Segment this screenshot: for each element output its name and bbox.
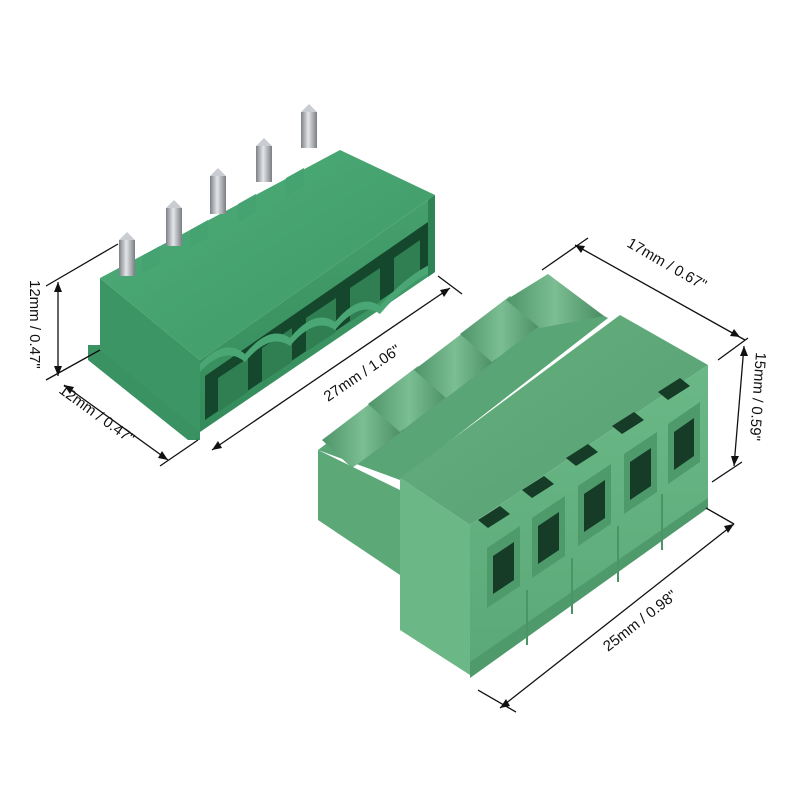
pin-3 bbox=[210, 168, 226, 214]
wire-hole-1 bbox=[487, 526, 520, 608]
pin-2 bbox=[166, 200, 182, 246]
pin-4 bbox=[256, 138, 272, 182]
plug-bottom-rail bbox=[470, 498, 708, 678]
plug-wire-holes bbox=[487, 402, 700, 608]
wire-hole-4 bbox=[624, 432, 657, 514]
plug-rear-ridges bbox=[322, 274, 604, 468]
header-connector bbox=[88, 104, 435, 440]
dim-header-height: 12mm / 0.47" bbox=[26, 243, 119, 381]
dim-header-depth-label: 12mm / 0.47" bbox=[56, 381, 138, 447]
dim-header-height-label: 12mm / 0.47" bbox=[26, 280, 43, 369]
plug-top-face bbox=[400, 315, 708, 525]
plug-side-face bbox=[400, 478, 470, 675]
plug-separators bbox=[526, 494, 663, 645]
header-top-face bbox=[100, 150, 435, 360]
header-back-ribs bbox=[142, 168, 304, 274]
dim-plug-height: 15mm / 0.59" bbox=[711, 345, 769, 483]
header-pins bbox=[119, 104, 317, 276]
dim-plug-height-label: 15mm / 0.59" bbox=[746, 352, 769, 442]
pin-5 bbox=[301, 104, 317, 148]
header-side-face bbox=[100, 278, 200, 432]
pin-1 bbox=[119, 232, 135, 276]
plug-release-slots bbox=[478, 378, 690, 528]
header-base-flange bbox=[88, 345, 200, 440]
plug-connector bbox=[318, 274, 708, 678]
wire-hole-3 bbox=[578, 464, 611, 546]
dim-plug-depth-label: 17mm / 0.67" bbox=[624, 235, 709, 294]
header-cavity-lip bbox=[200, 262, 435, 372]
header-end-wall bbox=[428, 195, 435, 277]
wire-hole-2 bbox=[532, 496, 565, 578]
wire-hole-5 bbox=[668, 402, 700, 484]
plug-rear-side bbox=[318, 450, 400, 575]
